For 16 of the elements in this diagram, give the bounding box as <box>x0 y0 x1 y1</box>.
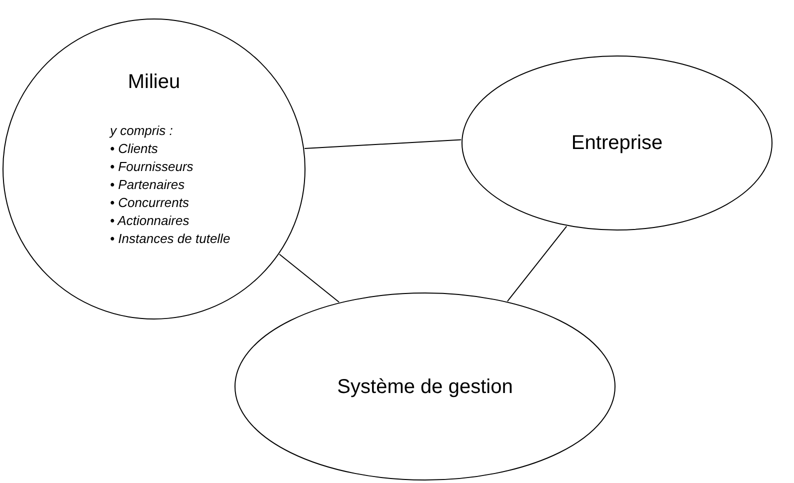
node-label: Entreprise <box>571 131 663 155</box>
list-item: • Concurrents <box>110 194 190 212</box>
connector-line <box>507 226 568 302</box>
list-item: • Clients <box>110 140 159 158</box>
ellipse-node <box>2 18 306 320</box>
list-item: y compris : <box>110 122 174 140</box>
ellipse-node <box>234 292 616 481</box>
connector-line <box>278 254 340 303</box>
connector-line <box>304 139 462 150</box>
list-item: • Instances de tutelle <box>110 230 230 248</box>
ellipse-node <box>461 55 773 231</box>
node-title: Milieu <box>126 70 182 94</box>
node-label: Système de gestion <box>337 374 513 398</box>
list-item: • Partenaires <box>110 176 186 194</box>
list-item: • Actionnaires <box>110 212 190 230</box>
list-item: • Fournisseurs <box>110 158 194 176</box>
